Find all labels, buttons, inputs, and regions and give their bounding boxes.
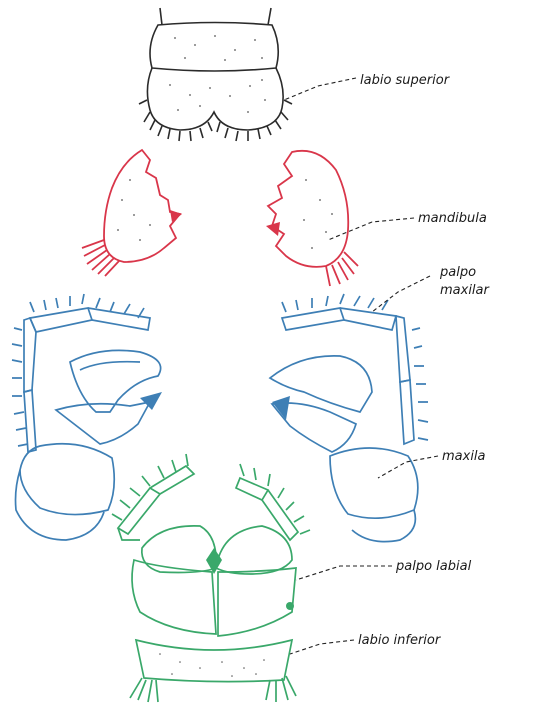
leader-labio-inferior [290, 640, 354, 654]
label-mandibula: mandibula [418, 211, 487, 226]
label-maxila: maxila [442, 449, 486, 464]
leader-labio-superior [284, 78, 356, 100]
maxilla-right [270, 294, 428, 542]
mandible-right [268, 151, 358, 286]
mandible-stipple [117, 179, 333, 249]
labrum-stipple [169, 35, 266, 113]
label-palpo-maxilar-line1: palpo [439, 265, 476, 280]
labium-stipple [159, 653, 265, 677]
maxilla-left-tip [140, 392, 162, 410]
mandible-left [82, 150, 180, 276]
mandible-right-tooth [266, 222, 280, 236]
leader-palpo-labial [296, 566, 392, 580]
leader-palpo-maxilar [372, 276, 430, 312]
leader-maxila [378, 456, 438, 478]
leader-mandibula [328, 218, 414, 240]
labrum [139, 8, 292, 141]
label-labio-inferior: labio inferior [358, 633, 442, 648]
labium [112, 454, 310, 702]
label-palpo-maxilar-line2: maxilar [440, 283, 491, 298]
label-labio-superior: labio superior [360, 73, 451, 88]
labium-side-mark [286, 602, 294, 610]
label-palpo-labial: palpo labial [395, 559, 472, 574]
